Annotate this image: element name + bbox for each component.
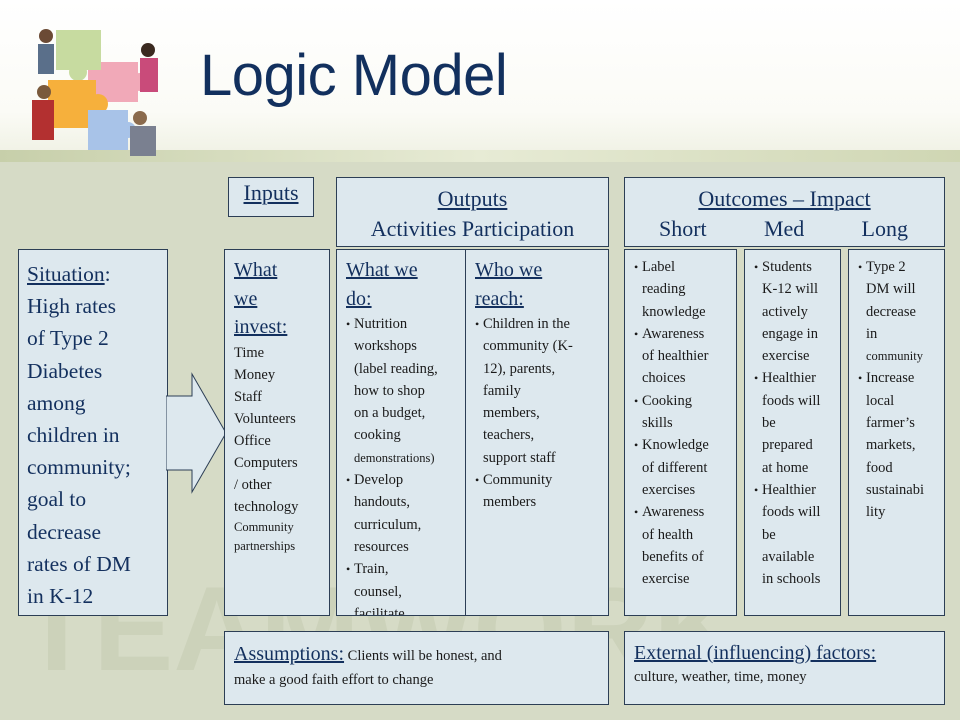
inputs-box: What we invest: Time Money Staff Volunte… [224,249,330,616]
who-we-reach-column: Who we reach: Children in the community … [475,256,607,514]
long-outcomes-box: Type 2 DM will decrease in community Inc… [848,249,945,616]
reach-item-children: Children in the community (K- 12), paren… [475,313,607,469]
outcomes-header: Outcomes – Impact Short Med Long [624,177,945,247]
long-outcome-item: Increase local farmer’s markets, food su… [858,367,942,523]
outputs-header: Outputs Activities Participation [336,177,609,247]
page-title: Logic Model [200,43,508,108]
do-item-train: Train, counsel, facilitate [346,558,464,615]
do-item-workshops: Nutrition workshops (label reading, how … [346,313,464,469]
assumptions-box: Assumptions: Clients will be honest, and… [224,631,609,705]
inputs-header: Inputs [228,177,314,217]
situation-box: Situation: High rates of Type 2 Diabetes… [18,249,168,616]
external-factors-box: External (influencing) factors: culture,… [624,631,945,705]
outputs-divider [465,250,466,615]
long-outcome-item: Type 2 DM will decrease in community [858,256,942,367]
outputs-box: What we do: Nutrition workshops (label r… [336,249,609,616]
situation-to-inputs-arrow [166,372,227,494]
header-area [0,0,960,160]
do-item-handouts: Develop handouts, curriculum, resources [346,469,464,558]
reach-item-community: Community members [475,469,607,514]
header-band [0,150,960,162]
what-we-do-column: What we do: Nutrition workshops (label r… [346,256,464,615]
puzzle-people-illustration [32,29,158,156]
